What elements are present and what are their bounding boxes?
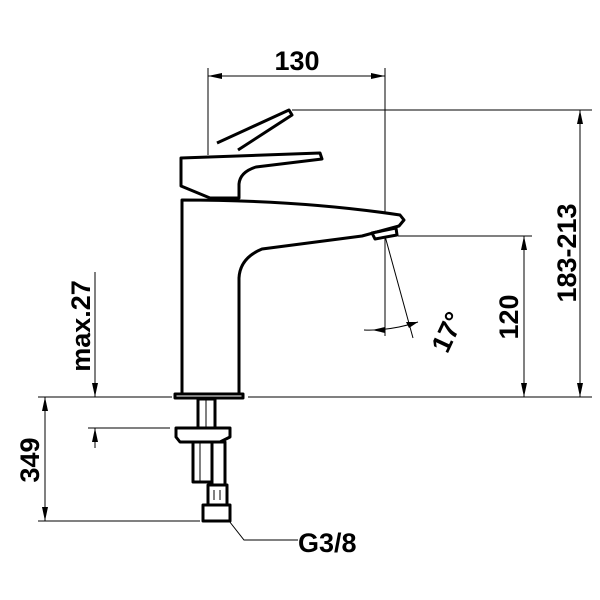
faucet-shank bbox=[174, 397, 232, 523]
spray-angle-label: 17° bbox=[426, 307, 470, 357]
max-thickness-label: max.27 bbox=[66, 280, 96, 372]
extension-lines bbox=[38, 68, 592, 522]
dimension-total-height: 183-213 bbox=[552, 110, 583, 397]
dimension-max-thickness: max.27 bbox=[66, 272, 98, 448]
connection-leader: G3/8 bbox=[221, 511, 357, 558]
spout-height-label: 120 bbox=[494, 294, 524, 339]
dimension-130: 130 bbox=[208, 46, 385, 79]
connection-label: G3/8 bbox=[298, 528, 357, 558]
spout-reach-label: 130 bbox=[274, 46, 319, 76]
total-height-label: 183-213 bbox=[552, 203, 582, 302]
dimension-shank-length: 349 bbox=[15, 397, 48, 521]
shank-length-label: 349 bbox=[15, 437, 45, 482]
spray-angle: 17° bbox=[363, 235, 470, 357]
faucet-body bbox=[173, 108, 406, 400]
dimension-spout-height: 120 bbox=[494, 236, 527, 397]
